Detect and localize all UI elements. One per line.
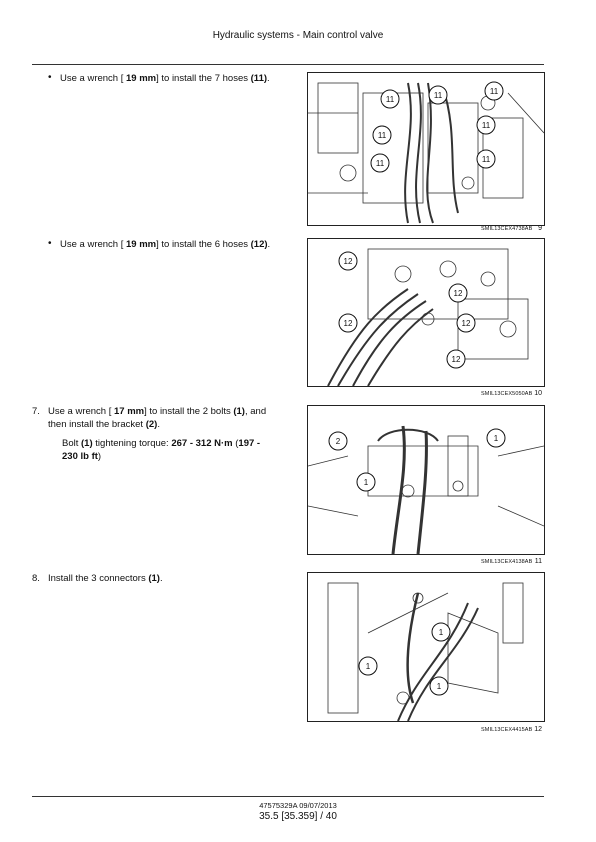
step-8-text: Install the 3 connectors (1).: [48, 573, 163, 584]
callout-12: 12: [446, 349, 466, 369]
step-7-number: 7.: [32, 406, 40, 417]
callout-11: 11: [370, 153, 390, 173]
footer-rule: [32, 796, 544, 797]
callout-1: 1: [358, 656, 378, 676]
page-header: Hydraulic systems - Main control valve: [212, 30, 384, 41]
callout-11: 11: [484, 81, 504, 101]
figure-9-number: 9: [538, 225, 542, 232]
callout-1: 1: [356, 472, 376, 492]
header-rule: [32, 64, 544, 65]
svg-text:12: 12: [344, 319, 353, 328]
figure-9-code: SMIL13CEX4738AB: [481, 226, 533, 232]
step-7-text: Use a wrench [ 17 mm] to install the 2 b…: [48, 406, 267, 430]
svg-text:11: 11: [376, 159, 385, 168]
figure-12-code: SMIL13CEX4415AB: [481, 727, 533, 733]
figure-11-code: SMIL13CEX4138AB: [481, 559, 533, 565]
svg-text:11: 11: [434, 91, 443, 100]
callout-11: 11: [476, 115, 496, 135]
svg-text:11: 11: [482, 155, 491, 164]
callout-12: 12: [448, 283, 468, 303]
bullet: •: [48, 72, 52, 83]
figure-10-image: 12 12 12 12 12 12: [307, 238, 545, 387]
figure-10-number: 10: [534, 390, 542, 397]
callout-12: 12: [338, 313, 358, 333]
step-hoses-12: Use a wrench [ 19 mm] to install the 6 h…: [60, 239, 271, 250]
svg-text:2: 2: [336, 437, 341, 446]
figure-10-code: SMIL13CEX5050AB: [481, 391, 533, 397]
figure-11-number: 11: [534, 558, 542, 565]
callout-12: 12: [456, 313, 476, 333]
footer-page-number: 35.5 [35.359] / 40: [259, 811, 337, 822]
svg-text:12: 12: [452, 355, 461, 364]
step-hoses-11: Use a wrench [ 19 mm] to install the 7 h…: [60, 73, 270, 84]
svg-text:11: 11: [378, 131, 387, 140]
callout-1: 1: [429, 676, 449, 696]
svg-text:1: 1: [437, 682, 442, 691]
svg-text:11: 11: [490, 87, 499, 96]
callout-2: 2: [328, 431, 348, 451]
svg-text:1: 1: [366, 662, 371, 671]
callout-12: 12: [308, 239, 317, 241]
figure-12-number: 12: [534, 726, 542, 733]
callout-1: 1: [431, 622, 451, 642]
svg-text:11: 11: [482, 121, 491, 130]
svg-text:1: 1: [364, 478, 369, 487]
callout-11: 11: [476, 149, 496, 169]
svg-text:12: 12: [344, 257, 353, 266]
bullet: •: [48, 238, 52, 249]
callout-1: 1: [486, 428, 506, 448]
svg-text:12: 12: [462, 319, 471, 328]
callout-11: 11: [428, 85, 448, 105]
figure-11-image: 2 1 1: [307, 405, 545, 555]
callout-11: 11: [380, 89, 400, 109]
figure-9-image: 11 11 11 11 11 11 11: [307, 72, 545, 226]
figure-12-image: 1 1 1: [307, 572, 545, 722]
svg-text:1: 1: [439, 628, 444, 637]
svg-text:12: 12: [454, 289, 463, 298]
footer-doc-id: 47575329A 09/07/2013: [259, 801, 337, 810]
callout-11: 11: [372, 125, 392, 145]
svg-text:1: 1: [494, 434, 499, 443]
step-8-number: 8.: [32, 573, 40, 584]
step-7-torque: Bolt (1) tightening torque: 267 - 312 N·…: [62, 438, 261, 462]
svg-text:11: 11: [386, 95, 395, 104]
callout-12: 12: [338, 251, 358, 271]
